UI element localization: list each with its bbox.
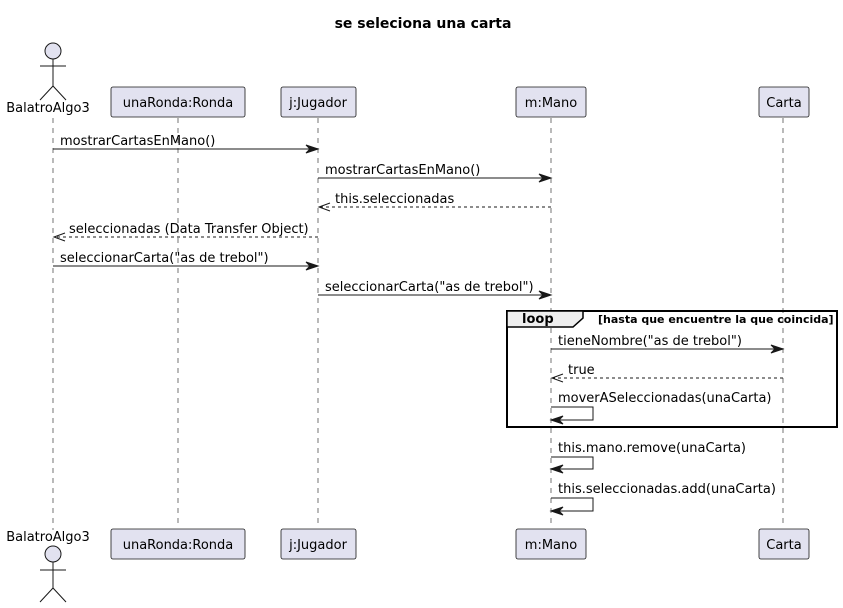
actor-balatro-bottom: BalatroAlgo3 [6, 530, 90, 603]
participant-label: unaRonda:Ronda [123, 538, 234, 553]
message-label: moverASeleccionadas(unaCarta) [558, 391, 772, 406]
participant-ronda-top: unaRonda:Ronda [110, 86, 246, 118]
message-seleccionar-carta-2: seleccionarCarta("as de trebol") [318, 280, 553, 300]
message-return-dto: seleccionadas (Data Transfer Object) [52, 222, 318, 242]
participant-label: j:Jugador [288, 538, 347, 553]
message-label: true [568, 363, 595, 378]
actor-icon [39, 42, 67, 101]
actor-balatro-top: BalatroAlgo3 [6, 42, 90, 116]
message-label: mostrarCartasEnMano() [60, 134, 215, 149]
participant-label: j:Jugador [288, 96, 347, 111]
message-label: this.seleccionadas [335, 192, 455, 207]
participant-label: Carta [766, 96, 801, 111]
loop-keyword: loop [522, 312, 554, 327]
participant-ronda-bottom: unaRonda:Ronda [110, 528, 246, 560]
participant-mano-top: m:Mano [515, 86, 587, 118]
message-label: seleccionarCarta("as de trebol") [325, 280, 534, 295]
participant-carta-top: Carta [758, 86, 810, 118]
actor-icon [39, 545, 67, 603]
message-seleccionar-carta-1: seleccionarCarta("as de trebol") [53, 251, 320, 271]
participant-label: Carta [766, 538, 801, 553]
loop-label-tab [506, 310, 584, 328]
loop-guard: [hasta que encuentre la que coincida] [598, 313, 834, 326]
diagram-title: se seleciona una carta [335, 16, 512, 32]
message-mover-a-seleccionadas: moverASeleccionadas(unaCarta) [549, 391, 772, 425]
participant-carta-bottom: Carta [758, 528, 810, 560]
message-label: seleccionadas (Data Transfer Object) [69, 222, 309, 237]
message-return-true: true [550, 363, 783, 383]
message-label: seleccionarCarta("as de trebol") [60, 251, 269, 266]
participant-jugador-bottom: j:Jugador [280, 528, 357, 560]
actor-label: BalatroAlgo3 [6, 530, 90, 545]
loop-fragment: loop [hasta que encuentre la que coincid… [506, 310, 838, 428]
message-mostrar-cartas-2: mostrarCartasEnMano() [318, 163, 553, 183]
participant-jugador-top: j:Jugador [280, 86, 357, 118]
message-label: this.mano.remove(unaCarta) [558, 441, 746, 456]
message-tiene-nombre: tieneNombre("as de trebol") [551, 334, 785, 354]
message-return-seleccionadas: this.seleccionadas [317, 192, 551, 212]
participant-mano-bottom: m:Mano [515, 528, 587, 560]
message-label: mostrarCartasEnMano() [325, 163, 480, 178]
actor-label: BalatroAlgo3 [6, 101, 90, 116]
message-seleccionadas-add: this.seleccionadas.add(unaCarta) [549, 482, 776, 516]
message-mostrar-cartas-1: mostrarCartasEnMano() [53, 134, 320, 154]
participant-label: unaRonda:Ronda [123, 96, 234, 111]
message-label: this.seleccionadas.add(unaCarta) [558, 482, 776, 497]
participant-label: m:Mano [525, 96, 577, 111]
message-label: tieneNombre("as de trebol") [558, 334, 742, 349]
message-mano-remove: this.mano.remove(unaCarta) [549, 441, 746, 474]
participant-label: m:Mano [525, 538, 577, 553]
